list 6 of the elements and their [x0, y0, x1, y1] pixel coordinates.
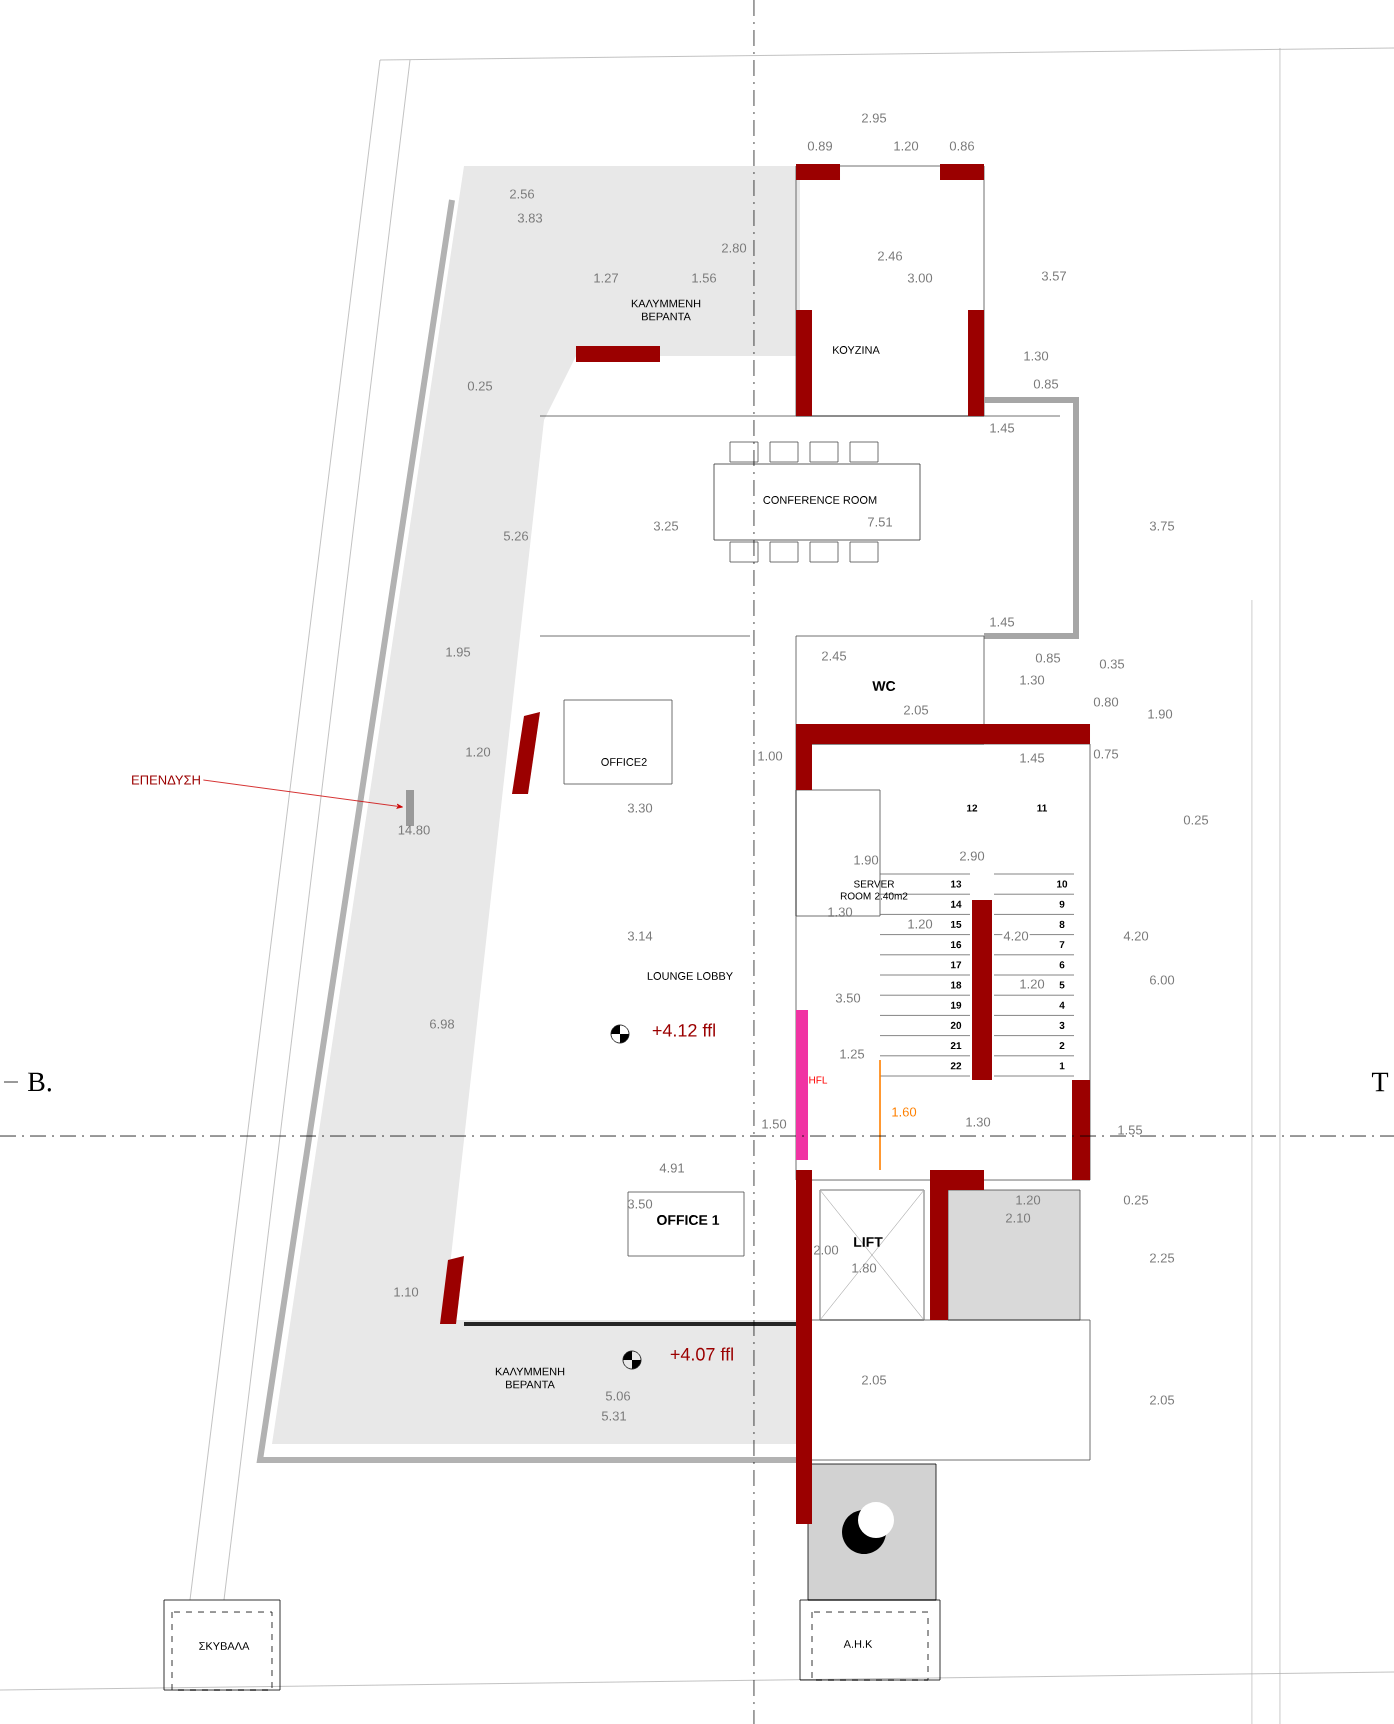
section-mark: B. [28, 1072, 51, 1092]
leader-line [202, 779, 403, 809]
section-mark: T [1371, 1072, 1389, 1092]
level-label: +4.07 ffl [670, 1347, 733, 1361]
level-label: +4.12 ffl [652, 1023, 715, 1037]
cladding-strip [406, 790, 414, 826]
